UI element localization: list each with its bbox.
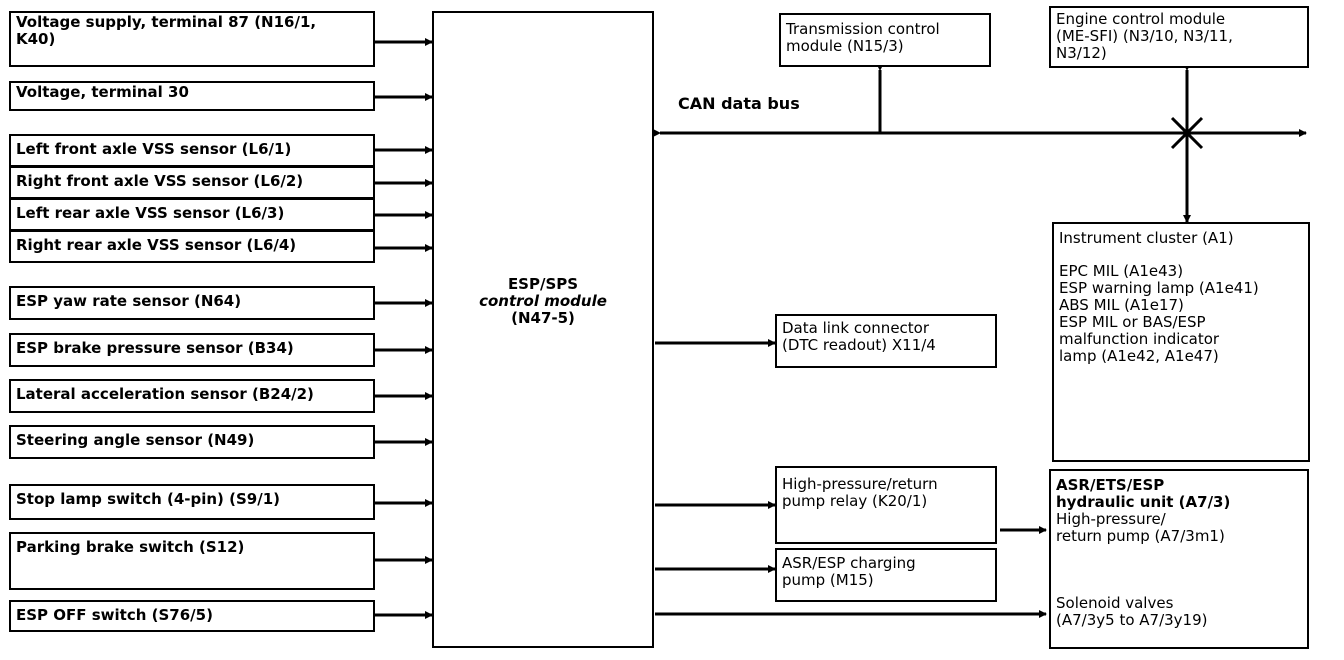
control-module-line3: (N47-5) bbox=[511, 309, 575, 327]
hydraulic-pump-label: High-pressure/ bbox=[1056, 510, 1166, 528]
input-box-brake-pressure: ESP brake pressure sensor (B34) bbox=[9, 333, 375, 367]
input-box-lr-vss: Left rear axle VSS sensor (L6/3) bbox=[9, 198, 375, 231]
solenoid-valves-label: Solenoid valves bbox=[1056, 594, 1174, 612]
input-box-rf-vss: Right front axle VSS sensor (L6/2) bbox=[9, 166, 375, 199]
input-box-lf-vss: Left front axle VSS sensor (L6/1) bbox=[9, 134, 375, 167]
input-box-lateral: Lateral acceleration sensor (B24/2) bbox=[9, 379, 375, 413]
ecm-label: Engine control module bbox=[1056, 10, 1226, 28]
input-box-voltage-87: Voltage supply, terminal 87 (N16/1, K40) bbox=[9, 11, 375, 67]
input-label: Voltage, terminal 30 bbox=[16, 83, 189, 101]
tcm-label: Transmission control bbox=[786, 20, 940, 38]
input-box-rr-vss: Right rear axle VSS sensor (L6/4) bbox=[9, 230, 375, 263]
cluster-item: ABS MIL (A1e17) bbox=[1059, 296, 1184, 314]
cluster-title: Instrument cluster (A1) bbox=[1059, 229, 1234, 247]
input-label: ESP yaw rate sensor (N64) bbox=[16, 292, 242, 310]
input-box-steering: Steering angle sensor (N49) bbox=[9, 425, 375, 459]
engine-control-module: Engine control module (ME-SFI) (N3/10, N… bbox=[1049, 6, 1309, 68]
input-label: Lateral acceleration sensor (B24/2) bbox=[16, 385, 314, 403]
input-label: Steering angle sensor (N49) bbox=[16, 431, 255, 449]
cluster-item: ESP warning lamp (A1e41) bbox=[1059, 279, 1259, 297]
input-label: Parking brake switch (S12) bbox=[16, 538, 245, 556]
dlc-label: (DTC readout) X11/4 bbox=[782, 336, 936, 354]
tcm-label: module (N15/3) bbox=[786, 37, 904, 55]
can-cross-2 bbox=[1170, 116, 1204, 150]
control-module-line1: ESP/SPS bbox=[507, 275, 579, 293]
input-label: Right front axle VSS sensor (L6/2) bbox=[16, 172, 304, 190]
relay-label: pump relay (K20/1) bbox=[782, 492, 928, 510]
input-label: Stop lamp switch (4-pin) (S9/1) bbox=[16, 490, 281, 508]
input-box-esp-off: ESP OFF switch (S76/5) bbox=[9, 600, 375, 632]
ecm-label: (ME-SFI) (N3/10, N3/11, bbox=[1056, 27, 1233, 45]
cluster-item: ESP MIL or BAS/ESP bbox=[1059, 313, 1206, 331]
charging-label: ASR/ESP charging bbox=[782, 554, 916, 572]
input-label: ESP OFF switch (S76/5) bbox=[16, 606, 213, 624]
data-link-connector: Data link connector (DTC readout) X11/4 bbox=[775, 314, 997, 368]
hydraulic-title: hydraulic unit (A7/3) bbox=[1056, 493, 1231, 511]
relay-label: High-pressure/return bbox=[782, 475, 938, 493]
hydraulic-title: ASR/ETS/ESP bbox=[1056, 476, 1165, 494]
hydraulic-unit: ASR/ETS/ESP hydraulic unit (A7/3) High-p… bbox=[1049, 469, 1309, 649]
input-label: K40) bbox=[16, 30, 56, 48]
input-box-yaw: ESP yaw rate sensor (N64) bbox=[9, 286, 375, 320]
cluster-item: EPC MIL (A1e43) bbox=[1059, 262, 1184, 280]
charging-label: pump (M15) bbox=[782, 571, 874, 589]
input-label: Right rear axle VSS sensor (L6/4) bbox=[16, 236, 297, 254]
input-label: Voltage supply, terminal 87 (N16/1, bbox=[16, 13, 317, 31]
can-bus-label: CAN data bus bbox=[678, 94, 800, 113]
charging-pump: ASR/ESP charging pump (M15) bbox=[775, 548, 997, 602]
instrument-cluster: Instrument cluster (A1) EPC MIL (A1e43) … bbox=[1052, 222, 1310, 462]
input-label: ESP brake pressure sensor (B34) bbox=[16, 339, 294, 357]
transmission-control-module: Transmission control module (N15/3) bbox=[779, 13, 991, 67]
pump-relay: High-pressure/return pump relay (K20/1) bbox=[775, 466, 997, 544]
input-label: Left front axle VSS sensor (L6/1) bbox=[16, 140, 292, 158]
cluster-item: lamp (A1e42, A1e47) bbox=[1059, 347, 1219, 365]
input-box-stop-lamp: Stop lamp switch (4-pin) (S9/1) bbox=[9, 484, 375, 520]
hydraulic-pump-label: return pump (A7/3m1) bbox=[1056, 527, 1225, 545]
input-box-voltage-30: Voltage, terminal 30 bbox=[9, 81, 375, 111]
control-module-line2: control module bbox=[479, 292, 607, 310]
esp-control-module: ESP/SPS control module (N47-5) bbox=[432, 11, 654, 648]
solenoid-valves-label: (A7/3y5 to A7/3y19) bbox=[1056, 611, 1208, 629]
input-box-parking: Parking brake switch (S12) bbox=[9, 532, 375, 590]
dlc-label: Data link connector bbox=[782, 319, 930, 337]
ecm-label: N3/12) bbox=[1056, 44, 1107, 62]
input-label: Left rear axle VSS sensor (L6/3) bbox=[16, 204, 285, 222]
cluster-item: malfunction indicator bbox=[1059, 330, 1220, 348]
